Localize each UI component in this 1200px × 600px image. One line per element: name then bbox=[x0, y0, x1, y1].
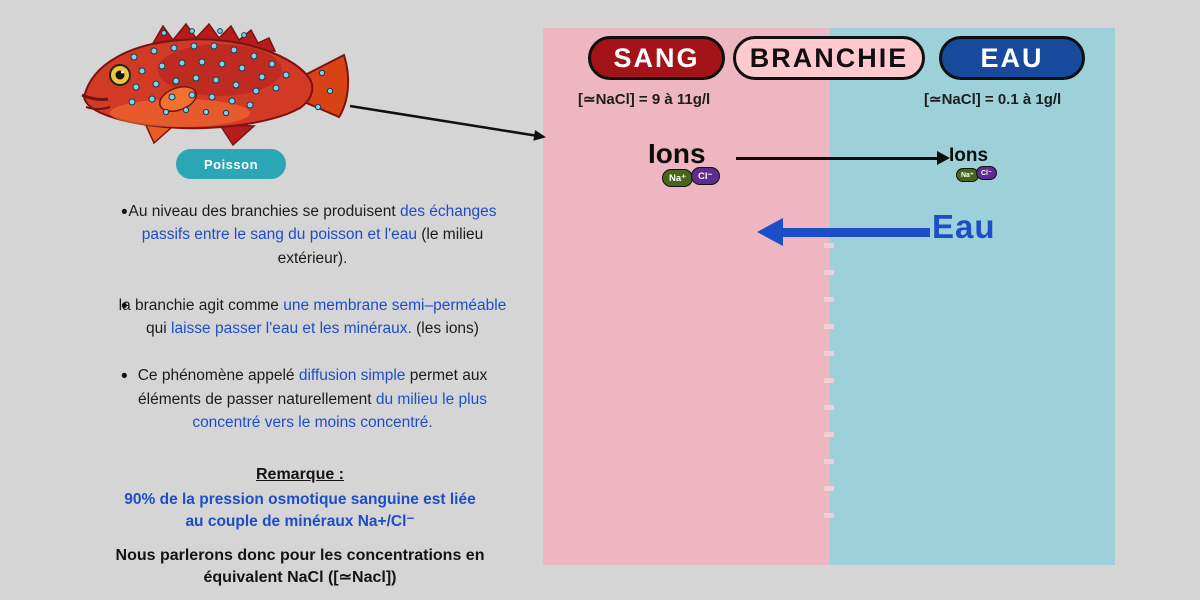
fish-to-diagram-arrow bbox=[349, 104, 546, 141]
cl-ion-chip-right: Cl⁻ bbox=[976, 166, 997, 180]
bullet-text-highlight: une membrane semi–perméable bbox=[283, 296, 507, 314]
branchie-badge: BRANCHIE bbox=[733, 36, 925, 80]
bullet-text: (le milieu extérieur). bbox=[277, 226, 484, 267]
sang-panel bbox=[543, 28, 830, 565]
water-arrow bbox=[757, 218, 930, 246]
bullet-text: Ce phénomène appelé bbox=[137, 367, 299, 385]
fish-spots bbox=[128, 28, 334, 117]
eau-panel bbox=[830, 28, 1115, 565]
eau-concentration: [≃NaCl] = 0.1 à 1g/l bbox=[924, 91, 1062, 108]
bullet-item-diffusion: Ce phénomène appelé diffusion simple per… bbox=[115, 363, 510, 434]
bullet-text: la branchie agit comme bbox=[118, 296, 284, 314]
bullet-item-membrane: la branchie agit comme une membrane semi… bbox=[115, 293, 510, 341]
footer-note: Nous parlerons donc pour les concentrati… bbox=[55, 545, 545, 590]
remark-line-2: au couple de minéraux Na+/Cl⁻ bbox=[185, 512, 415, 530]
eau-badge: EAU bbox=[939, 36, 1085, 80]
ions-arrow bbox=[736, 151, 950, 165]
membrane-dashes bbox=[824, 243, 834, 538]
sang-badge: SANG bbox=[588, 36, 725, 80]
footer-line-1: Nous parlerons donc pour les concentrati… bbox=[115, 547, 485, 564]
water-arrow-label: Eau bbox=[932, 208, 996, 245]
ions-label-right: Ions bbox=[949, 145, 989, 166]
remark-title: Remarque : bbox=[255, 466, 345, 483]
bullet-text: qui bbox=[146, 320, 172, 337]
fish-mouth bbox=[81, 93, 109, 101]
bullet-list: Au niveau des branchies se produisent de… bbox=[115, 199, 510, 458]
bullet-text-highlight: diffusion simple bbox=[298, 367, 406, 385]
fish-pectoral-fin bbox=[159, 86, 197, 112]
bullet-text-highlight: des échanges passifs entre le sang du po… bbox=[141, 203, 497, 244]
fish-label-badge: Poisson bbox=[176, 149, 286, 179]
fish-label: Poisson bbox=[203, 156, 259, 172]
bullet-text-highlight: du milieu le plus concentré vers le moin… bbox=[192, 390, 487, 431]
footer-line-2: équivalent NaCl ([≃Nacl]) bbox=[203, 569, 397, 587]
bullet-item-exchanges: Au niveau des branchies se produisent de… bbox=[115, 199, 510, 270]
cl-ion-chip-left: Cl⁻ bbox=[691, 167, 720, 185]
remark-line-1: 90% de la pression osmotique sanguine es… bbox=[124, 491, 476, 508]
fish-belly bbox=[110, 99, 250, 127]
na-ion-chip-left: Na⁺ bbox=[662, 169, 694, 187]
bullet-text-highlight: laisse passer l'eau et les minéraux. bbox=[171, 320, 412, 337]
bullet-text: (les ions) bbox=[411, 320, 479, 337]
remark-block: Remarque : 90% de la pression osmotique … bbox=[55, 466, 545, 532]
sang-concentration: [≃NaCl] = 9 à 11g/l bbox=[578, 91, 711, 108]
bullet-text: Au niveau des branchies se produisent bbox=[128, 203, 400, 220]
ions-label-left: Ions bbox=[648, 138, 706, 169]
fish-tail-fin bbox=[300, 53, 350, 119]
fish-illustration bbox=[81, 22, 350, 147]
bullet-text: permet aux éléments de passer naturellem… bbox=[138, 367, 488, 408]
na-ion-chip-right: Na⁺ bbox=[956, 168, 979, 182]
fish-anal-fin bbox=[218, 124, 256, 147]
fish-jaw bbox=[85, 106, 111, 110]
